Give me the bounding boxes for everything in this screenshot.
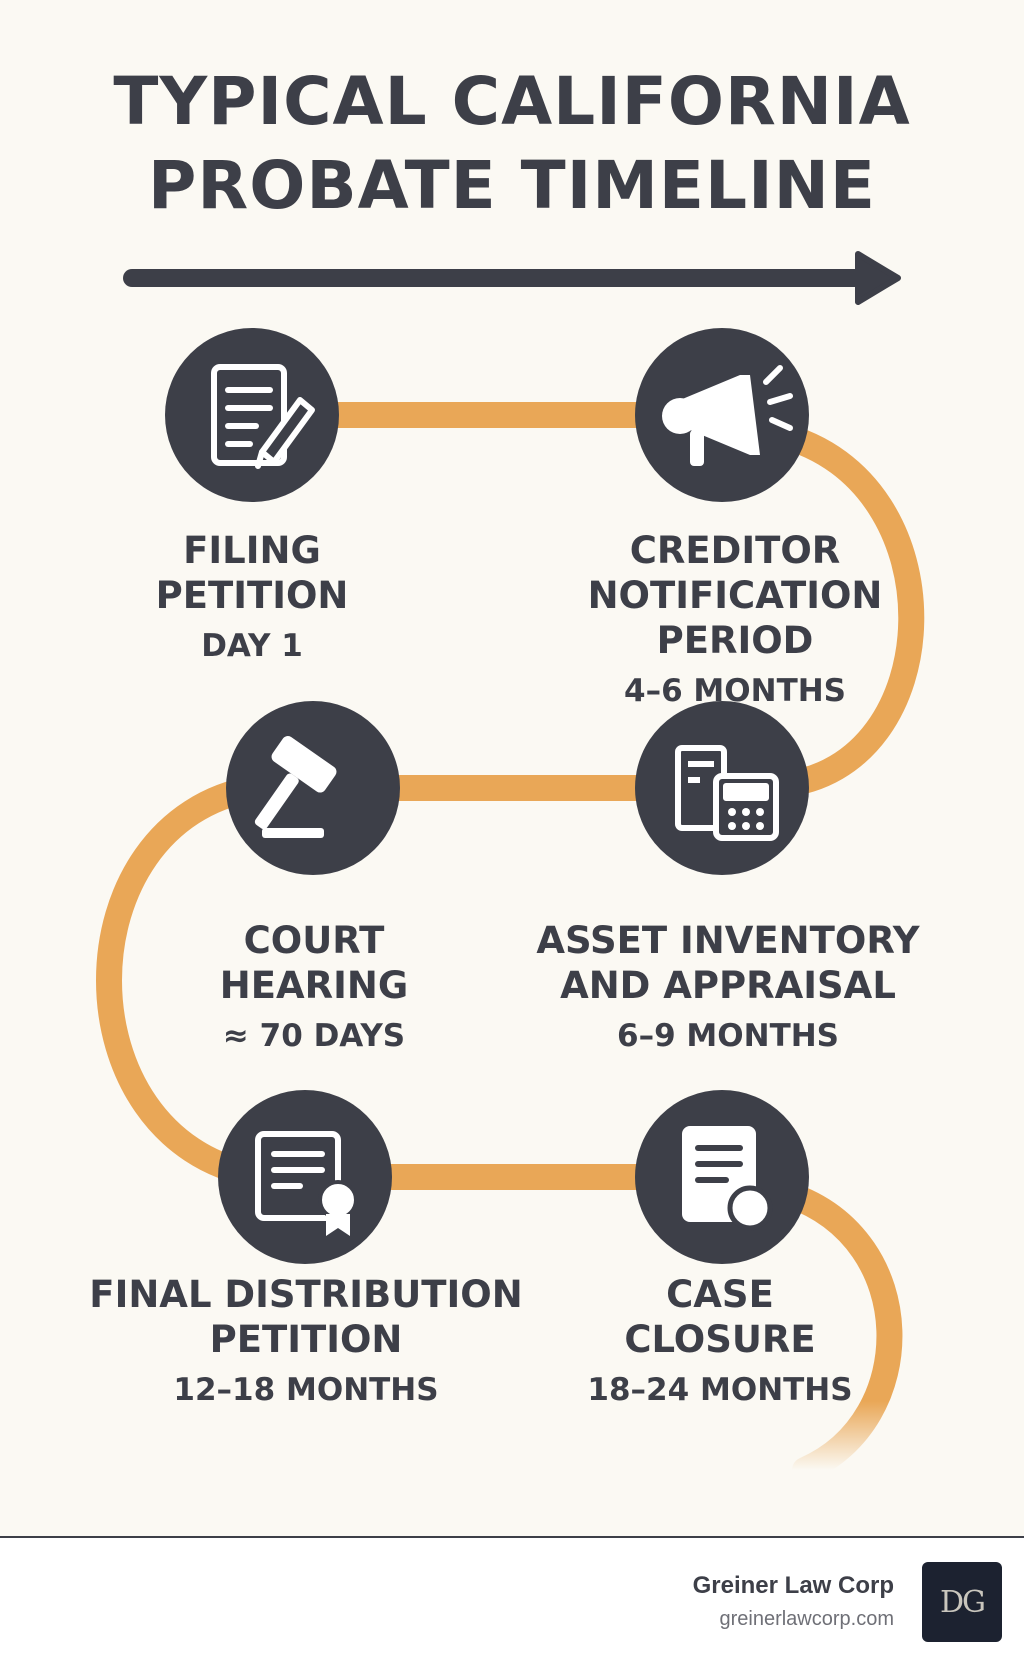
step-name: COURT HEARING — [94, 918, 534, 1008]
step-1-circle — [165, 328, 339, 502]
step-name: FINAL DISTRIBUTION PETITION — [86, 1272, 526, 1362]
megaphone-icon — [662, 365, 793, 466]
step-name-line: COURT — [243, 919, 385, 962]
step-3-label: COURT HEARING ≈ 70 DAYS — [94, 918, 534, 1056]
step-4-circle — [635, 701, 809, 875]
calculator-keys — [728, 808, 764, 830]
step-6-label: CASE CLOSURE 18–24 MONTHS — [500, 1272, 940, 1410]
step-name-line: PERIOD — [656, 619, 814, 662]
certificate-icon — [255, 1131, 358, 1236]
step-name-line: ASSET INVENTORY — [536, 919, 920, 962]
step-name: CASE CLOSURE — [500, 1272, 940, 1362]
step-name-line: AND APPRAISAL — [560, 964, 896, 1007]
title-line-2: PROBATE TIMELINE — [148, 147, 876, 224]
step-name-line: FILING — [183, 529, 321, 572]
brand-url[interactable]: greinerlawcorp.com — [719, 1608, 894, 1630]
step-duration: 6–9 MONTHS — [617, 1018, 839, 1054]
step-duration: ≈ 70 DAYS — [222, 1018, 406, 1054]
document-seal-icon — [682, 1126, 773, 1231]
step-4-label: ASSET INVENTORY AND APPRAISAL 6–9 MONTHS — [508, 918, 948, 1056]
page-title: TYPICAL CALIFORNIA PROBATE TIMELINE — [0, 60, 1024, 228]
step-name: FILING PETITION — [32, 528, 472, 618]
step-name-line: CASE — [666, 1273, 774, 1316]
step-duration: 4–6 MONTHS — [624, 673, 846, 709]
step-1-label: FILING PETITION DAY 1 — [32, 528, 472, 666]
step-name-line: FINAL DISTRIBUTION — [89, 1273, 523, 1316]
brand-logo: DG — [922, 1562, 1002, 1642]
step-name-line: CLOSURE — [624, 1318, 816, 1361]
timeline-arrow-icon — [123, 251, 901, 305]
footer-divider — [0, 1536, 1024, 1538]
step-5-circle — [218, 1090, 392, 1264]
step-name-line: PETITION — [155, 574, 349, 617]
step-name: CREDITOR NOTIFICATION PERIOD — [515, 528, 955, 663]
step-name: ASSET INVENTORY AND APPRAISAL — [508, 918, 948, 1008]
brand-name: Greiner Law Corp — [692, 1572, 894, 1599]
step-name-line: NOTIFICATION — [587, 574, 883, 617]
step-duration: 12–18 MONTHS — [173, 1372, 439, 1408]
title-line-1: TYPICAL CALIFORNIA — [113, 63, 911, 140]
step-duration: 18–24 MONTHS — [587, 1372, 853, 1408]
step-5-label: FINAL DISTRIBUTION PETITION 12–18 MONTHS — [86, 1272, 526, 1410]
step-duration: DAY 1 — [201, 628, 303, 664]
footer — [0, 1538, 1024, 1666]
timeline-graphic — [96, 251, 925, 1483]
step-name-line: HEARING — [219, 964, 409, 1007]
step-3-circle — [226, 701, 400, 875]
step-6-circle — [635, 1090, 809, 1264]
document-pen-icon — [211, 364, 315, 469]
step-name-line: PETITION — [209, 1318, 403, 1361]
gavel-icon — [254, 735, 337, 838]
step-name-line: CREDITOR — [629, 529, 841, 572]
step-2-label: CREDITOR NOTIFICATION PERIOD 4–6 MONTHS — [515, 528, 955, 711]
timeline-path-end — [777, 1182, 903, 1483]
step-2-circle — [635, 328, 809, 502]
brand-logo-text: DG — [939, 1584, 986, 1620]
